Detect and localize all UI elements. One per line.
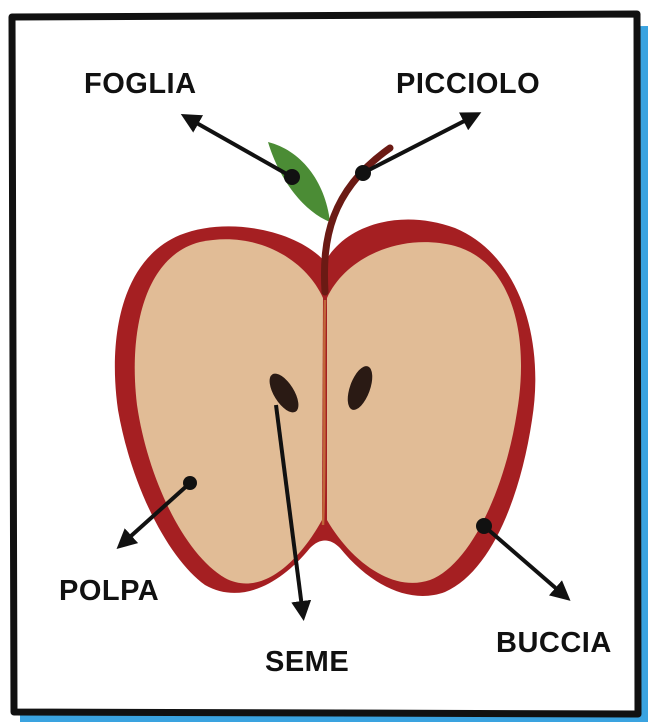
skin-pointer-dot [476, 518, 492, 534]
flesh-pointer-dot [183, 476, 197, 490]
label-leaf: FOGLIA [84, 68, 197, 101]
label-skin: BUCCIA [496, 627, 612, 660]
stem-pointer-dot [355, 165, 371, 181]
label-stem: PICCIOLO [396, 68, 540, 101]
apple-core-line [323, 300, 325, 525]
leaf-pointer-dot [284, 169, 300, 185]
label-flesh: POLPA [59, 575, 159, 608]
label-seed: SEME [265, 646, 349, 679]
